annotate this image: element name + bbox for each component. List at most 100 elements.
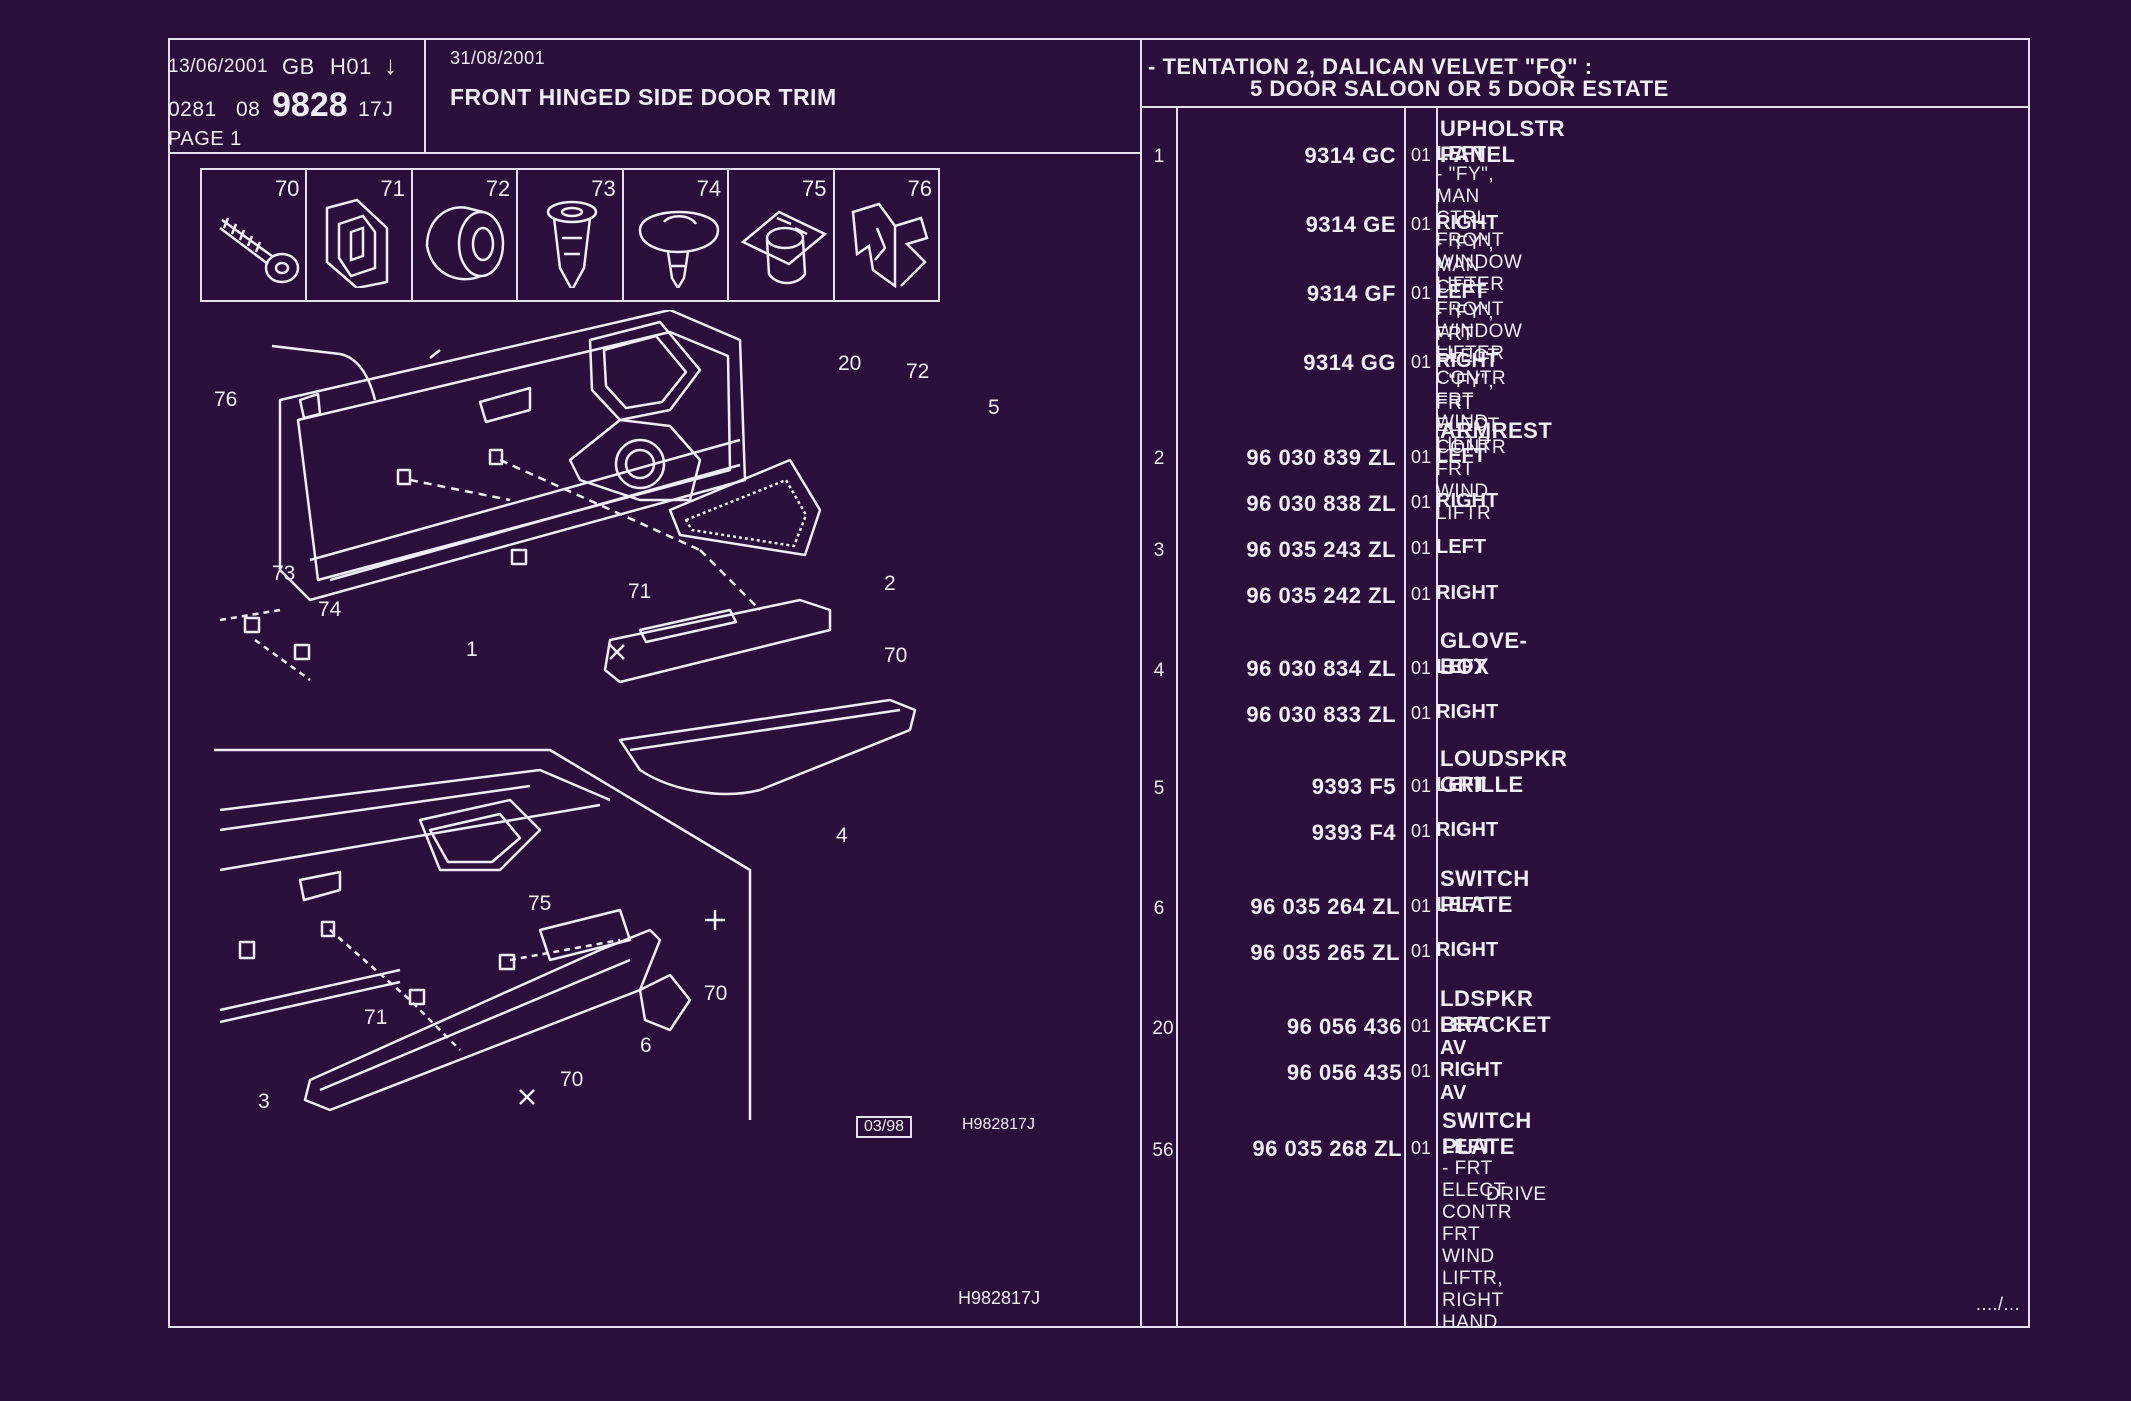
callout-6: 6 — [640, 1034, 652, 1057]
callout-75: 75 — [528, 892, 552, 915]
header-ref-suffix: 17J — [358, 98, 394, 121]
main-divider — [1140, 38, 1142, 1328]
row-index: 2 — [1153, 448, 1165, 469]
header-date-right: 31/08/2001 — [450, 48, 546, 68]
part-number: 9314 GF — [1306, 281, 1396, 306]
row-qty: 01 — [1410, 492, 1432, 512]
row-side: LEFT — [1436, 445, 1486, 467]
fastener-number: 76 — [907, 176, 932, 201]
row-index: 20 — [1152, 1018, 1174, 1039]
row-side: LEFT — [1436, 281, 1486, 303]
row-side: LEFT — [1436, 143, 1486, 165]
part-number: 9314 GC — [1304, 143, 1396, 168]
row-qty: 01 — [1410, 214, 1432, 234]
row-qty: 01 — [1410, 283, 1432, 303]
fastener-strip: 70 71 72 — [200, 168, 940, 302]
row-desc: - "FY", MAN CTRL FRONT WINDOW LIFTER — [1436, 164, 1523, 295]
switch-shape — [638, 973, 692, 1032]
spec-bottom-line — [1140, 106, 2030, 108]
row-side: LEFT AV — [1440, 1014, 1490, 1059]
callout-71-upper: 71 — [628, 580, 652, 603]
spec-line-2: 5 DOOR SALOON OR 5 DOOR ESTATE — [1250, 76, 1669, 101]
fastener-number: 75 — [802, 176, 827, 201]
row-side: RIGHT — [1436, 212, 1499, 234]
part-number: 96 030 839 ZL — [1246, 445, 1396, 470]
fastener-number: 74 — [696, 176, 722, 201]
row-side: LEFT — [1436, 894, 1486, 916]
exploded-door-trim-diagram — [214, 310, 917, 1120]
part-number: 96 035 242 ZL — [1246, 583, 1396, 608]
row-qty: 01 — [1410, 776, 1432, 796]
row-qty: 01 — [1410, 1061, 1432, 1081]
part-number: 96 035 243 ZL — [1246, 537, 1396, 562]
parts-sheet — [168, 38, 2030, 1328]
plug-icon — [547, 200, 598, 288]
row-qty: 01 — [1410, 821, 1432, 841]
callout-76: 76 — [214, 388, 238, 411]
part-number: 9314 GG — [1303, 350, 1396, 375]
header-ref-main: 9828 — [272, 86, 348, 124]
header-ref-group: 08 — [236, 98, 261, 121]
part-number: 96 030 838 ZL — [1246, 491, 1396, 516]
armrest-shape — [603, 598, 832, 684]
callout-70-lower: 70 — [560, 1068, 584, 1091]
callout-5: 5 — [988, 396, 1000, 419]
part-number: 96 035 268 ZL — [1252, 1136, 1402, 1161]
speaker-bracket-shape — [568, 418, 702, 502]
header-bottom-line — [168, 152, 1142, 154]
fastener-cell: 76 — [835, 170, 938, 300]
callout-70-upper: 70 — [884, 644, 908, 667]
callout-1: 1 — [466, 638, 478, 661]
group-heading: ARMREST — [1440, 418, 1553, 443]
drawing-ref: H982817J — [962, 1116, 1035, 1133]
callout-72: 72 — [906, 360, 930, 383]
header-arrow: ↓ — [384, 50, 398, 80]
header-ref-prefix: 0281 — [168, 98, 217, 121]
callout-20: 20 — [838, 352, 862, 375]
col-qty-left-line — [1404, 108, 1406, 1328]
continued-marker: ..../... — [1976, 1294, 2021, 1314]
push-pin-icon — [638, 210, 719, 288]
part-number: 96 030 833 ZL — [1246, 702, 1396, 727]
row-desc: - "FY", FRT ELECT CONTR FRT WIND LIFTR — [1436, 302, 1507, 455]
col-idx-line — [1176, 108, 1178, 1328]
fastener-cell: 74 — [624, 170, 730, 300]
row-side: RIGHT — [1436, 939, 1499, 961]
col-qty-right-line — [1436, 108, 1438, 1328]
row-qty: 01 — [1410, 941, 1432, 961]
row-qty: 01 — [1410, 896, 1432, 916]
callout-71-lower: 71 — [364, 1006, 388, 1029]
spec-line-1: - TENTATION 2, DALICAN VELVET "FQ" : — [1148, 54, 1593, 79]
callout-73: 73 — [272, 562, 296, 585]
fastener-number: 73 — [591, 176, 616, 201]
row-side: RIGHT AV — [1440, 1059, 1503, 1104]
header-country: GB — [282, 54, 315, 79]
group-heading: SWITCH PLATE — [1440, 866, 1530, 917]
part-number: 96 035 264 ZL — [1250, 894, 1400, 919]
row-desc-continued: DRIVE — [1486, 1184, 1547, 1205]
callout-4: 4 — [836, 824, 848, 847]
header-page: PAGE 1 — [168, 128, 242, 150]
switch-plate-shape — [303, 928, 662, 1112]
row-side: LEFT — [1442, 1136, 1492, 1158]
callout-74: 74 — [318, 598, 342, 621]
part-number: 9314 GE — [1305, 212, 1396, 237]
loudspeaker-grille-shape — [668, 458, 822, 557]
group-heading: GLOVE-BOX — [1440, 628, 1528, 679]
part-number: 96 030 834 ZL — [1246, 656, 1396, 681]
cup-clip-icon — [740, 210, 828, 285]
fastener-number: 71 — [380, 176, 405, 201]
row-qty: 01 — [1410, 447, 1432, 467]
drawing-date-box: 03/98 — [856, 1116, 913, 1138]
row-index: 3 — [1153, 540, 1165, 561]
row-side: RIGHT — [1436, 701, 1499, 723]
fastener-cell: 70 — [202, 170, 308, 300]
group-heading: SWITCH PLATE — [1442, 1108, 1532, 1159]
grommet-icon — [425, 206, 505, 281]
part-number: 9393 F5 — [1311, 774, 1396, 799]
row-index: 6 — [1153, 898, 1165, 919]
row-qty: 01 — [1410, 658, 1432, 678]
row-side: RIGHT — [1436, 350, 1499, 372]
header-divider — [424, 38, 426, 154]
row-qty: 01 — [1410, 1016, 1432, 1036]
